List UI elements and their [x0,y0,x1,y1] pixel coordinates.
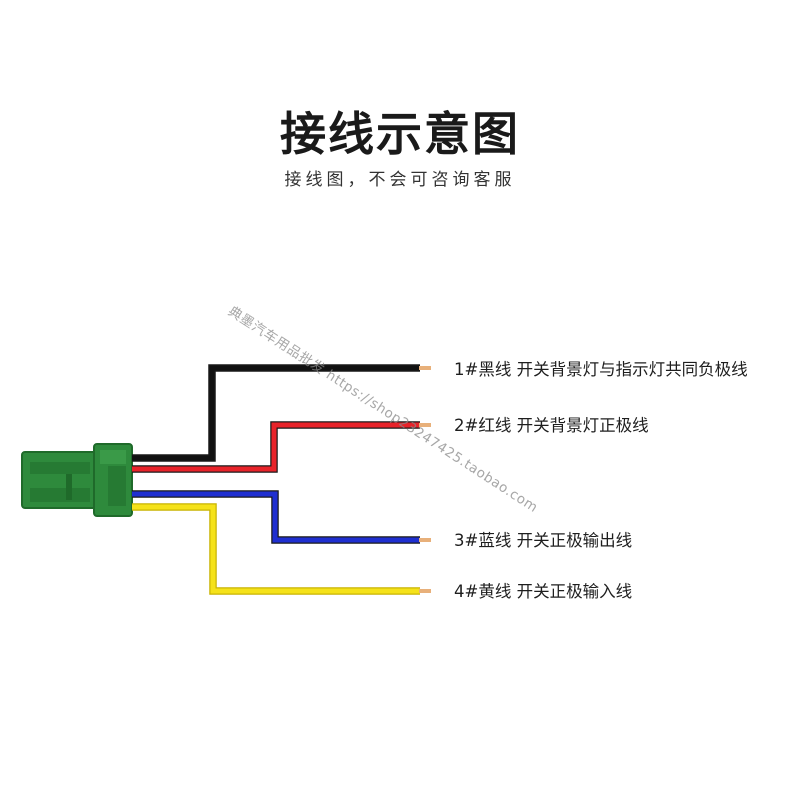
page-title: 接线示意图 [280,107,520,161]
wire-red [132,421,431,473]
wire-label-black: 1#黑线 开关背景灯与指示灯共同负极线 [454,360,748,379]
wire-tip [419,538,431,542]
page-subtitle: 接线图，不会可咨询客服 [284,170,516,190]
wire-tip [419,423,431,427]
wire-label-yellow: 4#黄线 开关正极输入线 [454,582,633,601]
wire-tip [419,589,431,593]
wire-yellow [132,503,431,595]
connector-icon [21,443,133,517]
wire-label-red: 2#红线 开关背景灯正极线 [454,416,649,435]
wire-blue [132,490,431,544]
wire-tip [419,366,431,370]
wire-label-blue: 3#蓝线 开关正极输出线 [454,531,633,550]
wire-black [132,364,431,462]
